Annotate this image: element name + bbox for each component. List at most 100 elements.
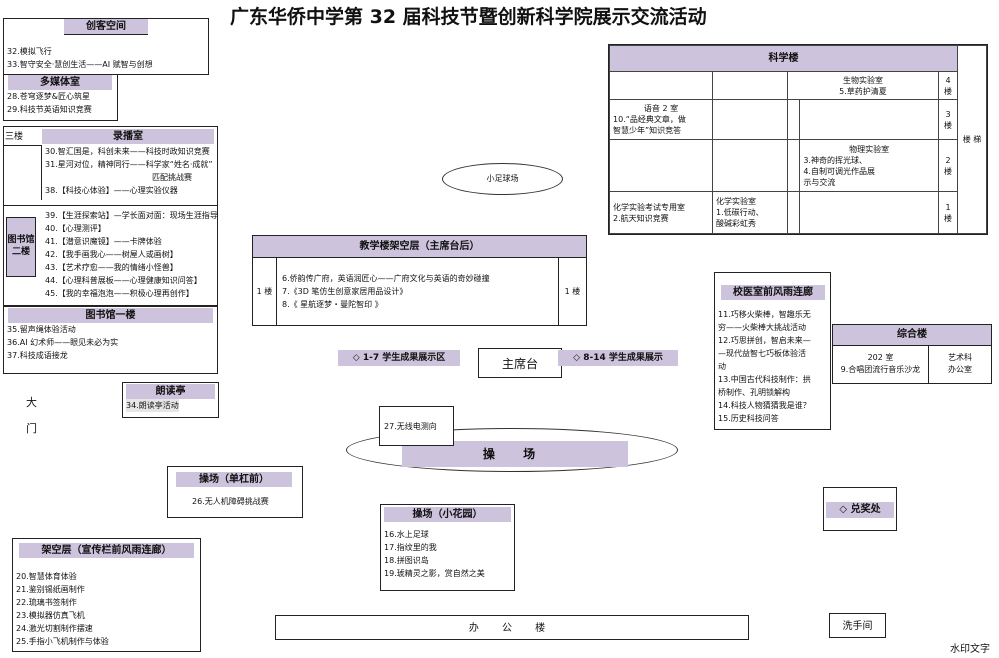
exhibit-area-right: ◇ 8-14 学生成果展示 [558, 350, 678, 366]
library1-box: 图书馆一楼 35.留声绳体验活动 36.AI 幻术师——眼见未必为实 37.科技… [3, 306, 218, 374]
clinic-corridor-box: 校医室前风雨连廊 11.巧移火柴棒，智趣乐无 穷——火柴棒大挑战活动 12.巧思… [714, 272, 831, 430]
pavilion-box: 架空层（宣传栏前风雨连廊） 20.智慧体育体验 21.鉴别锡纸画制作 22.琉璃… [12, 538, 201, 652]
chem-exam-name: 化学实验考试专用室 [613, 202, 685, 212]
clinic-corridor-header: 校医室前风雨连廊 [721, 285, 825, 300]
list-item: 17.指纹里的我 [384, 543, 437, 552]
chem-lab-item-2: 酸碱彩虹秀 [716, 219, 756, 228]
art-office-line-2: 办公室 [948, 365, 972, 374]
stairs-label-text: 楼 梯 [962, 135, 982, 144]
teaching-items: 6.侨韵传广府，英语润匠心——广府文化与英语的奇妙碰撞 7.《3D 笔仿生创意家… [279, 272, 490, 311]
list-item: 31.星河对位，精神同行——科学家“姓名·成就” [45, 160, 213, 169]
complex-building-box: 综合楼 202 室 9.合唱团流行音乐沙龙 艺术科 办公室 [832, 324, 992, 384]
multimedia-room-header: 多媒体室 [8, 75, 112, 90]
list-item: 32.模拟飞行 [7, 47, 52, 56]
floor-3: 3 楼 [938, 99, 958, 140]
list-item: 12.巧思拼创，智启未来— [718, 336, 811, 345]
list-item: —现代益智七巧板体验活 [718, 349, 806, 358]
complex-building-header: 综合楼 [833, 325, 991, 345]
football-field-label: 小足球场 [486, 174, 519, 183]
rostrum: 主席台 [478, 348, 562, 378]
chem-exam-item: 2.航天知识竞赛 [613, 213, 669, 223]
language-room-cell: 语音 2 室 10.“品经典文章，做 智慧少年”知识竞答 [609, 99, 713, 140]
teaching-building-header: 教学楼架空层（主席台后） [253, 236, 586, 258]
maker-space-header: 创客空间 [64, 19, 148, 35]
list-item: 28.苍穹逐梦&匠心筑星 [7, 92, 90, 101]
list-item: 36.AI 幻术师——眼见未必为实 [7, 338, 119, 347]
playground-bar-header: 操场（单杠前） [176, 472, 292, 487]
recording-divider [4, 205, 217, 206]
library1-header: 图书馆一楼 [8, 308, 213, 323]
library2-label-1: 图书馆 [7, 235, 35, 245]
list-item: 6.侨韵传广府，英语润匠心——广府文化与英语的奇妙碰撞 [282, 274, 490, 283]
floor-label-3: 三楼 [5, 132, 24, 142]
page-title: 广东华侨中学第 32 届科技节暨创新科学院展示交流活动 [230, 6, 707, 28]
main-gate-char-2: 门 [26, 422, 37, 435]
stairs-label: 楼 梯 [957, 45, 987, 234]
list-item: 8.《 星航逐梦・曼陀智印 》 [282, 300, 383, 309]
main-gate-char-1: 大 [26, 396, 37, 409]
list-item: 穷——火柴棒大挑战活动 [718, 323, 806, 332]
garden-items: 16.水上足球 17.指纹里的我 18.拼图识岛 19.琥精灵之影，赏自然之美 [381, 528, 514, 580]
clinic-corridor-items: 11.巧移火柴棒，智趣乐无 穷——火柴棒大挑战活动 12.巧思拼创，智启未来— … [715, 308, 830, 425]
list-item: 16.水上足球 [384, 530, 429, 539]
room-202-name: 202 室 [867, 353, 894, 362]
physics-lab-item-3: 示与交流 [803, 177, 836, 187]
recording-left-col [4, 145, 42, 200]
chem-lab-item: 1.低碳行动、 [716, 208, 764, 217]
list-item: 7.《3D 笔仿生创意家居用品设计》 [282, 287, 408, 296]
recording-room-box: 三楼 录播室 30.智汇国是，科创未来——科技时政知识竞赛 31.星河对位，精神… [3, 126, 218, 306]
list-item: 34.朗读亭活动 [123, 399, 218, 412]
list-item: 29.科技节英语知识竞赛 [7, 105, 92, 114]
list-item: 14.科技人物猜猜我是谁？ [718, 401, 811, 410]
list-item: 40.【心理测评】 [45, 224, 106, 233]
teaching-building-box: 教学楼架空层（主席台后） 1 楼 1 楼 6.侨韵传广府，英语润匠心——广府文化… [252, 235, 587, 326]
washroom: 洗手间 [829, 613, 886, 638]
washroom-label: 洗手间 [842, 621, 873, 632]
reading-item: 34.朗读亭活动 [126, 399, 179, 412]
library2-label-2: 二楼 [11, 247, 30, 257]
prize-label: ◇ 兑奖处 [826, 502, 894, 518]
language-room-item-2: 智慧少年”知识竞答 [613, 126, 682, 135]
playground [346, 428, 678, 472]
pavilion-items: 20.智慧体育体验 21.鉴别锡纸画制作 22.琉璃书签制作 23.模拟器仿真飞… [13, 570, 200, 648]
teaching-left-floor: 1 楼 [253, 258, 277, 325]
physics-lab-cell: 物理实验室 3.神奇的挥光球、 4.自制可调光作品展 示与交流 [799, 139, 939, 192]
playground-bar-box: 操场（单杠前） 26.无人机障碍挑战赛 [167, 466, 303, 518]
list-item: 13.中国古代科技制作：拱 [718, 375, 811, 384]
pavilion-header: 架空层（宣传栏前风雨连廊） [19, 543, 194, 558]
floor-4: 4 楼 [938, 71, 958, 100]
bio-lab-cell: 生物实验室 5.草药护清夏 [787, 71, 939, 100]
watermark-text: 水印文字 [950, 644, 990, 655]
list-item: 26.无人机障碍挑战赛 [192, 497, 269, 506]
floor-2: 2 楼 [938, 139, 958, 192]
radio-direction-label: 27.无线电测向 [384, 422, 437, 431]
physics-lab-name: 物理实验室 [849, 144, 890, 154]
floor-1: 1 楼 [938, 191, 958, 234]
list-item: 匹配挑战赛 [152, 173, 192, 182]
chem-lab-cell: 化学实验室 1.低碳行动、 酸碱彩虹秀 [712, 191, 788, 234]
list-item: 37.科技成语接龙 [7, 351, 68, 360]
list-item: 23.模拟器仿真飞机 [16, 611, 85, 620]
list-item: 动 [718, 362, 726, 371]
reading-booth-header: 朗读亭 [126, 384, 215, 399]
room-202: 202 室 9.合唱团流行音乐沙龙 [833, 345, 929, 383]
list-item: 39.【生涯探索站】—学长面对面：现场生涯指导 [45, 211, 218, 220]
office-building-label: 办 公 楼 [468, 623, 556, 634]
list-item: 38.【科技心体验】——心理实验仪器 [45, 186, 178, 195]
list-item: 22.琉璃书签制作 [16, 598, 77, 607]
recording-mid-items: 39.【生涯探索站】—学长面对面：现场生涯指导 40.【心理测评】 41.【潜意… [42, 209, 218, 300]
recording-items: 30.智汇国是，科创未来——科技时政知识竞赛 31.星河对位，精神同行——科学家… [42, 145, 213, 197]
radio-direction-box: 27.无线电测向 [379, 406, 454, 446]
chem-exam-cell: 化学实验考试专用室 2.航天知识竞赛 [609, 191, 713, 234]
list-item: 21.鉴别锡纸画制作 [16, 585, 85, 594]
list-item: 42.【我手画我心——树屋人或画树】 [45, 250, 178, 259]
multimedia-room-box: 多媒体室 28.苍穹逐梦&匠心筑星 29.科技节英语知识竞赛 [3, 75, 118, 121]
art-office: 艺术科 办公室 [929, 345, 991, 383]
list-item: 15.历史科技问答 [718, 414, 779, 423]
list-item: 35.留声绳体验活动 [7, 325, 76, 334]
list-item: 24.激光切割制作摆速 [16, 624, 93, 633]
list-item: 18.拼图识岛 [384, 556, 429, 565]
list-item: 33.智守安全·慧创生活——AI 赋智与创想 [7, 60, 153, 69]
language-room-name: 语音 2 室 [643, 104, 679, 113]
list-item: 19.琥精灵之影，赏自然之美 [384, 569, 485, 578]
